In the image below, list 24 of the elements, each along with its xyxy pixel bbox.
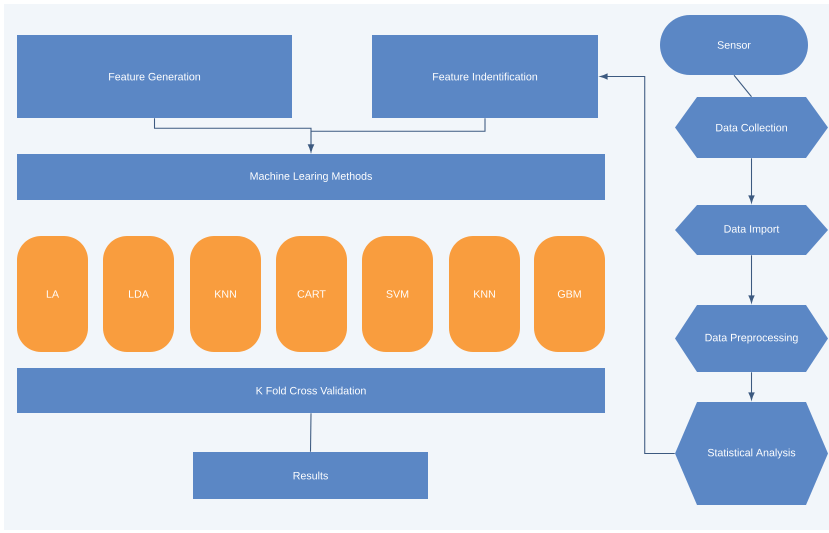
connector [748, 255, 754, 303]
process-hexagon: Data Preprocessing [675, 305, 828, 372]
connector [748, 158, 754, 203]
connector [734, 74, 752, 98]
method-box: SVM [362, 236, 433, 352]
process-box: K Fold Cross Validation [17, 368, 605, 413]
connector [310, 413, 312, 452]
method-box: LDA [103, 236, 174, 352]
process-hexagon: Statistical Analysis [675, 402, 828, 505]
method-box: LA [17, 236, 88, 352]
process-hexagon: Data Collection [675, 97, 828, 158]
process-hexagon: Data Import [675, 205, 828, 255]
connector [308, 118, 486, 152]
process-box: Results [193, 452, 428, 499]
start-terminal: Sensor [660, 15, 808, 75]
method-box: CART [276, 236, 347, 352]
method-box: GBM [534, 236, 605, 352]
process-box: Machine Learing Methods [17, 154, 605, 200]
method-box: KNN [449, 236, 520, 352]
connector [600, 74, 675, 454]
method-box: KNN [190, 236, 261, 352]
process-box: Feature Generation [17, 35, 292, 118]
connector [748, 372, 754, 400]
process-box: Feature Indentification [372, 35, 598, 118]
